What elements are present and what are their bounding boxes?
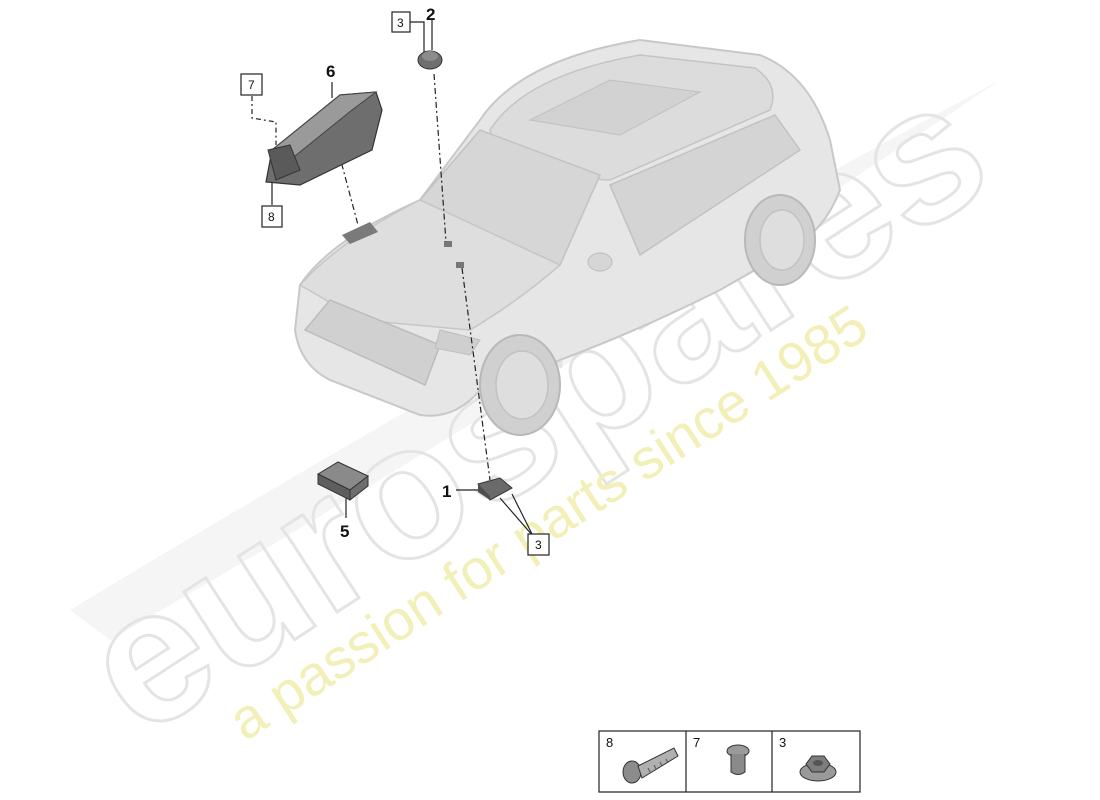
ref-3-bottom-label: 3 [535,538,542,552]
ref-box-3-top: 3 [391,11,411,33]
callout-part-5: 5 [340,522,349,541]
part-6-unit [265,91,383,186]
vehicle-headlight [434,329,481,356]
vehicle-sunroof [528,79,702,136]
ref-8-label: 8 [268,210,275,224]
part-5-control-box [316,461,369,502]
legend-item-7-number: 7 [693,735,700,750]
vehicle-mount-center [456,262,464,268]
ref-box-7: 7 [240,73,263,96]
ref-box-3-bottom: 3 [527,533,550,556]
leader-ref-3-bottom-a [499,497,534,537]
leader-dashed-ref-7 [251,96,277,145]
ref-7-label: 7 [248,78,255,92]
callout-part-1: 1 [442,482,451,501]
leader-ref-3-top [410,21,425,54]
callout-part-6: 6 [326,62,335,81]
fastener-legend: 8 7 3 [598,730,861,793]
leader-dashed-part-2 [433,73,447,243]
vehicle-rear-wheel [744,194,816,286]
leader-lines [251,20,534,537]
ref-3-top-label: 3 [397,16,404,30]
vehicle-mount-roof-sensor [444,241,452,247]
bolt-icon [622,747,679,784]
legend-item-3-number: 3 [779,735,786,750]
spacer-sleeve-icon [726,744,750,775]
legend-item-8-number: 8 [606,735,613,750]
leader-dashed-part-1 [461,267,491,481]
part-2-sensor [417,50,443,70]
vehicle-mirror [587,252,613,272]
vehicle-front-wheel [479,334,561,436]
vehicle-side-windows [609,114,802,257]
ref-box-8: 8 [261,205,283,228]
vehicle-illustration [293,38,842,436]
callout-part-2: 2 [426,5,435,24]
leader-dashed-part-6 [337,149,359,226]
leader-ref-3-bottom-b [511,493,534,537]
flange-nut-icon [799,755,837,782]
vehicle-mount-hood-unit [342,222,378,244]
part-1-module [477,477,513,501]
